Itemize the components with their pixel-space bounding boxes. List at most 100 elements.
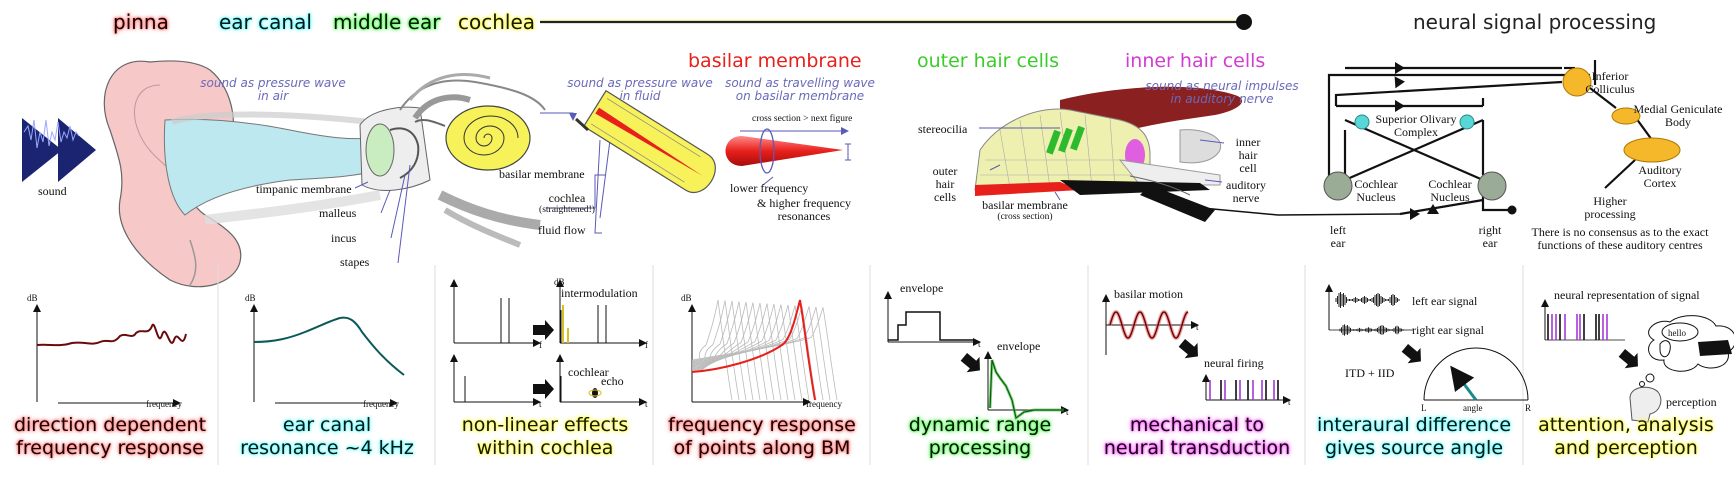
p5-t1-label: t — [978, 339, 981, 349]
p3-echo-label: echo — [601, 374, 624, 388]
label-inner-line3: cell — [1239, 161, 1257, 175]
p8-hello-label: hello — [1668, 328, 1686, 338]
left-ear-signal-trace — [1335, 292, 1400, 308]
note-air-line1: sound as pressure wave — [200, 76, 346, 90]
caption-2-line2: resonance ~4 kHz — [240, 437, 414, 459]
note-neural-line2: in auditory nerve — [1170, 92, 1274, 106]
panel-4-plot — [688, 299, 838, 406]
organ-of-corti-drawing — [974, 86, 1401, 222]
p2-x-label: frequency — [363, 399, 399, 409]
hair-leader-lines — [979, 127, 1225, 201]
p1-x-label: frequency — [146, 399, 182, 409]
ear-leader-lines — [354, 112, 611, 264]
label-left-ear-line2: ear — [1330, 236, 1346, 250]
bm-response-curve — [691, 302, 775, 401]
outer-ear-drawing — [103, 60, 381, 288]
panel-dividers — [217, 265, 1524, 465]
soc-right-node — [1459, 114, 1475, 130]
bm-response-curve — [691, 306, 831, 401]
p7-R-label: R — [1525, 403, 1532, 413]
p4-x-label: frequency — [806, 399, 842, 409]
note-neural-line1: sound as neural impulses — [1145, 79, 1299, 93]
straightened-cochlea — [582, 89, 716, 193]
sound-wave-icon — [22, 118, 96, 182]
cochlear-nucleus-right-node — [1477, 171, 1507, 201]
panel-8-plot — [1541, 299, 1734, 423]
p6-basilar-motion-label: basilar motion — [1114, 287, 1183, 301]
label-basilar-membrane-ear: basilar membrane — [499, 167, 585, 181]
p6-t2-label: t — [1288, 397, 1291, 407]
label-lower-frequency: lower frequency — [730, 181, 809, 195]
p3-t1-label: t — [539, 399, 542, 409]
p6-neural-firing-label: neural firing — [1204, 356, 1264, 370]
panel-5-plot — [884, 291, 1069, 421]
caption-2-line1: ear canal — [282, 414, 372, 436]
p3-cochlear-label: cochlear — [568, 365, 609, 379]
panel-2-plot — [250, 304, 405, 407]
label-right-ear-line2: ear — [1482, 236, 1498, 250]
neural-arrowheads — [1394, 62, 1439, 220]
p7-right-signal-label: right ear signal — [1412, 323, 1484, 337]
note-fluid-line1: sound as pressure wave — [567, 76, 713, 90]
right-ear-dot — [1507, 205, 1517, 215]
label-medial-line2: Body — [1664, 115, 1691, 129]
soc-left-node — [1354, 114, 1370, 130]
label-higher-line1: Higher — [1593, 194, 1627, 208]
caption-7-line2: gives source angle — [1324, 437, 1504, 459]
caption-5-line2: processing — [928, 437, 1032, 459]
p8-neural-representation-label: neural representation of signal — [1554, 288, 1700, 302]
bm-response-curve — [691, 305, 817, 401]
caption-8-line2: and perception — [1554, 437, 1698, 459]
label-stapes: stapes — [340, 255, 370, 269]
caption-6-line1: mechanical to — [1129, 414, 1265, 436]
label-cn-left-line1: Cochlear — [1354, 177, 1398, 191]
p5-t2-label: t — [1066, 407, 1069, 417]
label-fluid-flow: fluid flow — [538, 223, 586, 237]
p7-itd-label: ITD + IID — [1345, 366, 1395, 380]
label-inferior-line1: Inferior — [1591, 69, 1629, 83]
label-cortex-line2: Cortex — [1643, 176, 1677, 190]
caption-6-line2: neural transduction — [1103, 437, 1291, 459]
cochlea-spiral — [414, 105, 531, 171]
caption-1-line1: direction dependent — [13, 414, 207, 436]
p2-y-label: dB — [245, 293, 256, 303]
note-travel-line2: on basilar membrane — [735, 89, 865, 103]
label-cn-left-line2: Nucleus — [1356, 190, 1396, 204]
bm-response-curve — [691, 300, 740, 401]
caption-4-line1: frequency response — [668, 414, 856, 436]
label-auditory-nerve-line1: auditory — [1226, 178, 1266, 192]
caption-1-line2: frequency response — [16, 437, 204, 459]
label-incus: incus — [331, 231, 357, 245]
label-cortex-line1: Auditory — [1638, 163, 1682, 177]
label-basilar-membrane-cross: basilar membrane — [982, 198, 1068, 212]
neural-centres — [1323, 67, 1681, 201]
note-fluid-line2: in fluid — [619, 89, 661, 103]
panel-1-plot — [33, 304, 187, 407]
panel-3-plot — [450, 279, 647, 406]
label-straightened: (straightened!) — [539, 205, 595, 215]
p3-f2-label: f — [645, 340, 648, 350]
p4-y-label: dB — [681, 293, 692, 303]
caption-3-line1: non-linear effects — [461, 414, 629, 436]
p5-envelope-1-label: envelope — [900, 281, 944, 295]
middle-ear-drawing — [359, 72, 546, 248]
p7-L-label: L — [1421, 403, 1427, 413]
p5-envelope-2-label: envelope — [997, 339, 1041, 353]
label-auditory-nerve-line2: nerve — [1232, 191, 1260, 205]
p3-f1-label: f — [539, 340, 542, 350]
header-pinna: pinna — [113, 10, 169, 34]
